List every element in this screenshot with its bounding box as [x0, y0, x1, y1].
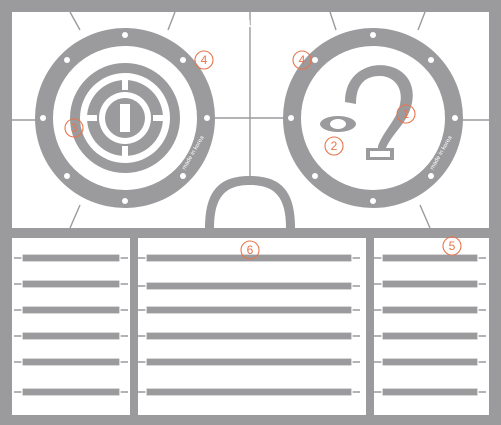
- stick-part: [381, 279, 479, 289]
- left-lid-ring: made in korea: [35, 28, 215, 208]
- stick-part: [145, 305, 353, 315]
- stick-part: [145, 331, 353, 341]
- part-number-label: 3: [71, 121, 78, 135]
- stick-part: [21, 357, 121, 367]
- cup-icon: [209, 15, 220, 29]
- center-notch-cut: [214, 185, 286, 228]
- stick-part: [145, 253, 353, 263]
- brand-logo-text: re cup kit: [224, 15, 282, 30]
- stick-part: [381, 331, 479, 341]
- brand-logo: re cup kit: [209, 15, 282, 30]
- part-number-label: 1: [403, 107, 410, 121]
- stick-part: [381, 387, 479, 397]
- stick-part: [145, 387, 353, 397]
- part-numbers: 1 2 3 4 4 5 6: [64, 50, 462, 260]
- upper-runners: [12, 11, 489, 229]
- stick-part: [381, 305, 479, 315]
- stick-part: [21, 331, 121, 341]
- part-number-label: 6: [247, 243, 254, 257]
- part-number-marker: [396, 104, 416, 124]
- part-number-marker: [442, 236, 462, 256]
- part-number-label: 4: [201, 53, 208, 67]
- part-number-marker: [194, 50, 214, 70]
- stick-part: [21, 253, 121, 263]
- part-number-label: 5: [449, 239, 456, 253]
- stick-part: [145, 281, 353, 291]
- part-number-marker: [64, 118, 84, 138]
- stick-part: [21, 305, 121, 315]
- part-number-marker: [324, 136, 344, 156]
- stick-part: [381, 253, 479, 263]
- stick-part: [21, 387, 121, 397]
- stick-part: [381, 357, 479, 367]
- part-number-label: 2: [331, 139, 338, 153]
- handle-part: [345, 65, 413, 160]
- stick-parts: [14, 253, 486, 397]
- stick-part: [21, 279, 121, 289]
- part-number-marker: [240, 240, 260, 260]
- stick-part: [145, 357, 353, 367]
- part-number-marker: [292, 50, 312, 70]
- part-number-label: 4: [299, 53, 306, 67]
